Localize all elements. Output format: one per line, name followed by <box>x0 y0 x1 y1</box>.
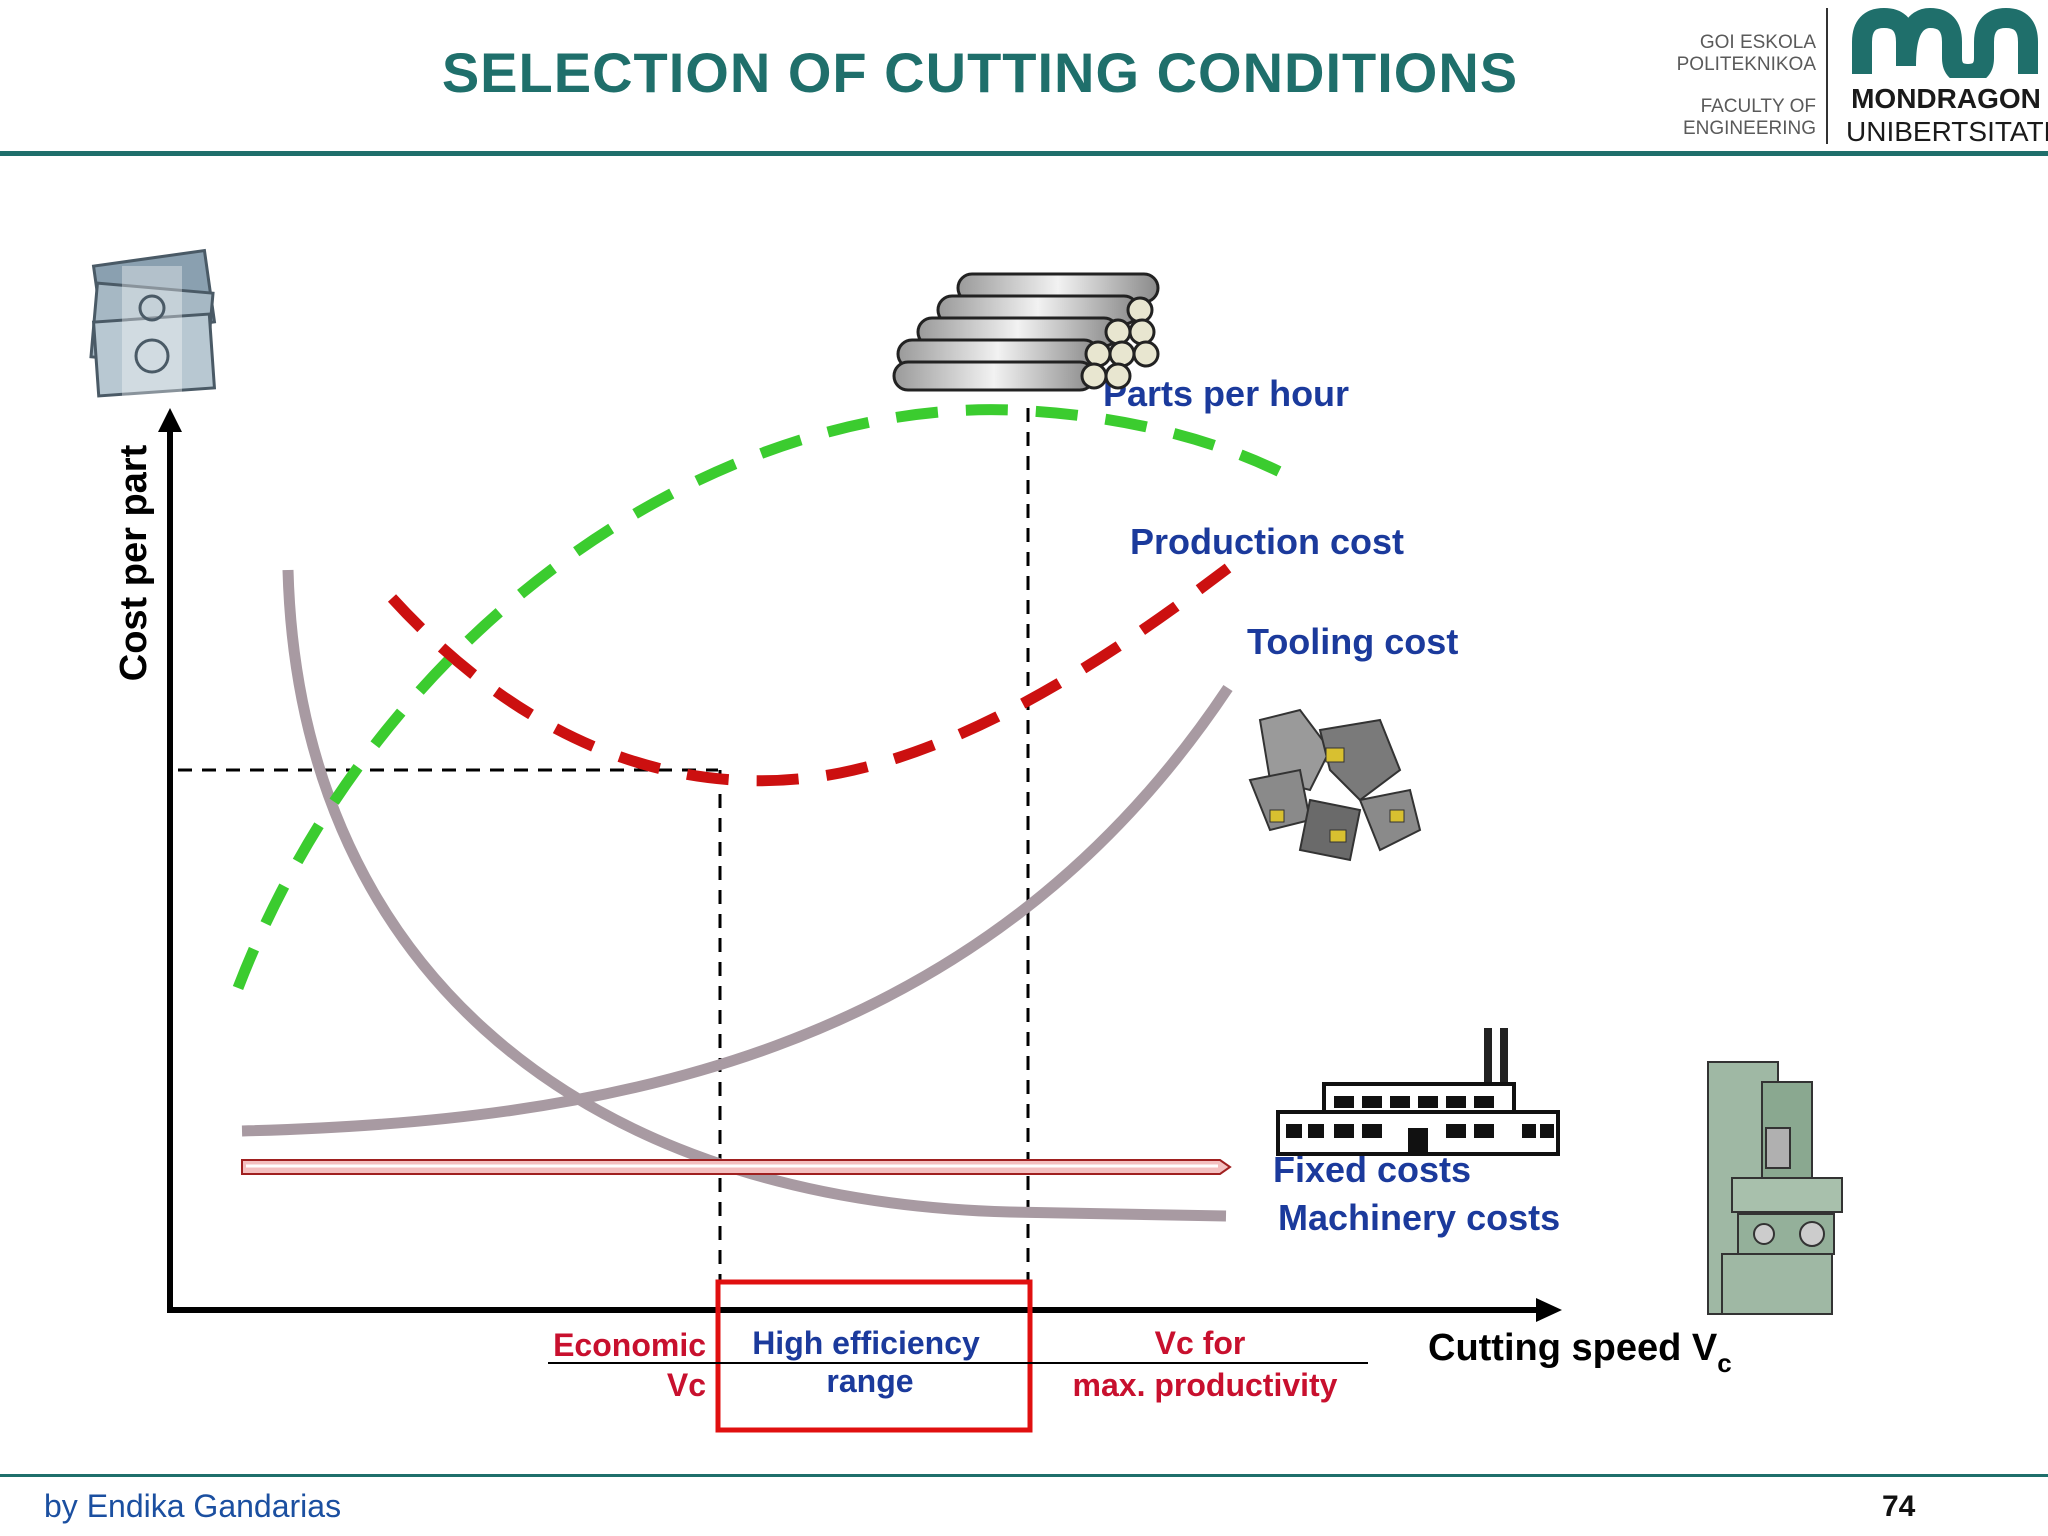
page-number: 74 <box>1882 1490 1916 1523</box>
faculty-text: GOI ESKOLA POLITEKNIKOA FACULTY OF ENGIN… <box>1677 32 1816 140</box>
y-axis-arrowhead <box>158 408 182 432</box>
tooling-cost-label: Tooling cost <box>1247 621 1458 662</box>
high-efficiency-range-box <box>715 1279 1033 1433</box>
machinery-costs-label: Machinery costs <box>1278 1197 1560 1238</box>
mondragon-logo-icon <box>1852 7 2038 78</box>
factory-icon <box>1276 1028 1560 1156</box>
faculty-line-1: GOI ESKOLA <box>1699 32 1816 53</box>
logo-separator <box>1826 8 1828 144</box>
faculty-line-4: ENGINEERING <box>1682 118 1816 139</box>
university-name: MONDRAGON UNIBERTSITATEA <box>1846 82 2048 148</box>
machinery-cost-curve <box>282 569 1227 1222</box>
production-cost-label: Production cost <box>1130 521 1404 562</box>
slide-title: SELECTION OF CUTTING CONDITIONS <box>441 41 1519 104</box>
max-productivity-label-2: max. productivity <box>1073 1367 1338 1403</box>
economic-vc-label-1: Economic <box>553 1327 706 1363</box>
high-efficiency-label-1: High efficiency <box>752 1325 980 1361</box>
x-axis-label: Cutting speed Vc <box>1428 1327 1732 1378</box>
x-axis-label-subscript: c <box>1717 1348 1731 1378</box>
footer-rule <box>0 1474 2048 1477</box>
axes <box>158 408 1562 1322</box>
parts-per-hour-curve <box>232 404 1295 990</box>
header-rule <box>0 151 2048 156</box>
guide-lines <box>178 408 1030 1282</box>
tooling-cost-curve <box>241 684 1233 1137</box>
high-efficiency-label-2: range <box>826 1363 913 1399</box>
y-axis-label: Cost per part <box>113 444 155 681</box>
cutting-tools-icon <box>1248 708 1422 862</box>
faculty-line-3: FACULTY OF <box>1700 96 1816 117</box>
economic-vc-label-2: Vc <box>667 1367 706 1403</box>
metal-bars-icon <box>892 272 1160 392</box>
parts-per-hour-label: Parts per hour <box>1103 373 1349 414</box>
x-axis-label-main: Cutting speed V <box>1428 1327 1718 1369</box>
university-name-1: MONDRAGON <box>1851 83 2041 114</box>
x-axis-arrowhead <box>1536 1298 1562 1322</box>
milling-machine-icon <box>1707 1061 1843 1315</box>
max-productivity-label-1: Vc for <box>1155 1325 1246 1361</box>
university-name-2: UNIBERTSITATEA <box>1846 116 2048 147</box>
money-stack-icon <box>89 248 217 398</box>
faculty-line-2: POLITEKNIKOA <box>1676 54 1816 75</box>
footer-author: by Endika Gandarias <box>44 1488 342 1524</box>
production-cost-curve <box>387 563 1232 787</box>
